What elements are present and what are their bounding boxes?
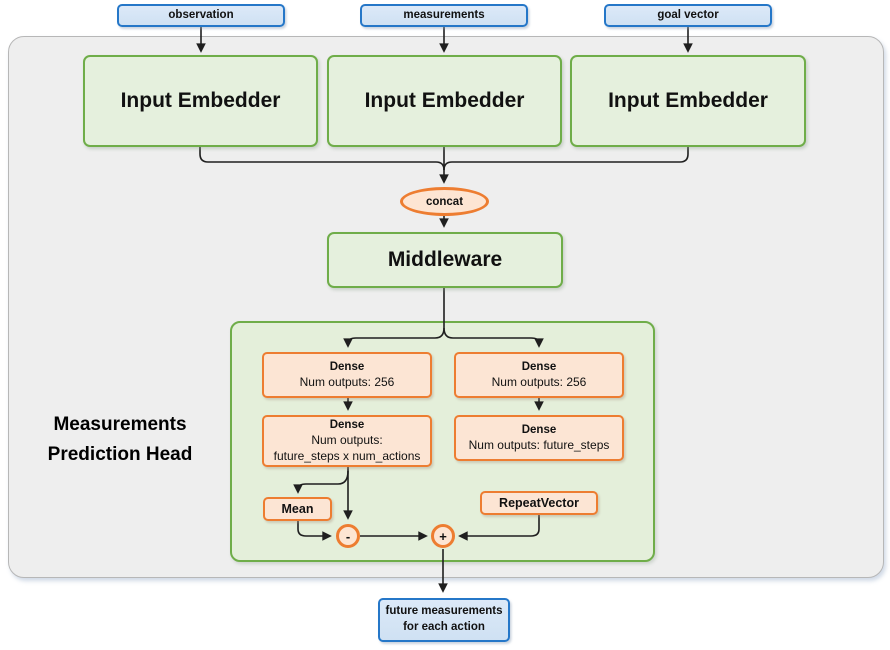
prediction-head-title-line2: Prediction Head <box>47 444 193 465</box>
mean-node: Mean <box>263 497 332 521</box>
prediction-head-title: Measurements Prediction Head <box>18 410 222 470</box>
input-node-goal-vector: goal vector <box>604 4 772 27</box>
input-embedder-label: Input Embedder <box>120 89 281 112</box>
concat-node: concat <box>400 187 489 216</box>
output-node: future measurements for each action <box>378 598 510 642</box>
input-node-observation: observation <box>117 4 285 27</box>
prediction-head-title-line1: Measurements <box>53 414 187 435</box>
dense-subtitle: Num outputs: <box>311 432 383 447</box>
dense-subtitle: Num outputs: 256 <box>491 374 587 389</box>
middleware-label: Middleware <box>387 248 503 271</box>
output-label-line2: for each action <box>403 621 485 633</box>
dense-left-1: Dense Num outputs: 256 <box>262 352 432 398</box>
dense-subtitle: Num outputs: 256 <box>299 374 395 389</box>
input-node-label: observation <box>168 8 234 21</box>
plus-operator: + <box>431 524 455 548</box>
minus-label: - <box>345 528 351 544</box>
dense-subtitle-2: future_steps x num_actions <box>273 448 421 463</box>
input-embedder-1: Input Embedder <box>83 55 318 147</box>
plus-label: + <box>439 528 447 544</box>
output-label-line1: future measurements <box>385 605 503 618</box>
dense-right-2: Dense Num outputs: future_steps <box>454 415 624 461</box>
concat-label: concat <box>425 195 464 208</box>
repeat-vector-node: RepeatVector <box>480 491 598 515</box>
middleware-node: Middleware <box>327 232 563 288</box>
dense-title: Dense <box>329 418 365 431</box>
input-embedder-label: Input Embedder <box>608 89 768 112</box>
input-embedder-3: Input Embedder <box>570 55 806 147</box>
input-node-label: goal vector <box>657 8 719 21</box>
repeat-vector-label: RepeatVector <box>499 495 579 510</box>
input-node-label: measurements <box>403 8 485 21</box>
input-node-measurements: measurements <box>360 4 528 27</box>
dense-title: Dense <box>329 360 365 373</box>
dense-title: Dense <box>521 360 557 373</box>
minus-operator: - <box>336 524 360 548</box>
dense-title: Dense <box>521 423 557 436</box>
input-embedder-2: Input Embedder <box>327 55 562 147</box>
dense-subtitle: Num outputs: future_steps <box>468 437 610 452</box>
dense-right-1: Dense Num outputs: 256 <box>454 352 624 398</box>
input-embedder-label: Input Embedder <box>364 89 525 112</box>
mean-label: Mean <box>281 501 314 516</box>
dense-left-2: Dense Num outputs: future_steps x num_ac… <box>262 415 432 467</box>
